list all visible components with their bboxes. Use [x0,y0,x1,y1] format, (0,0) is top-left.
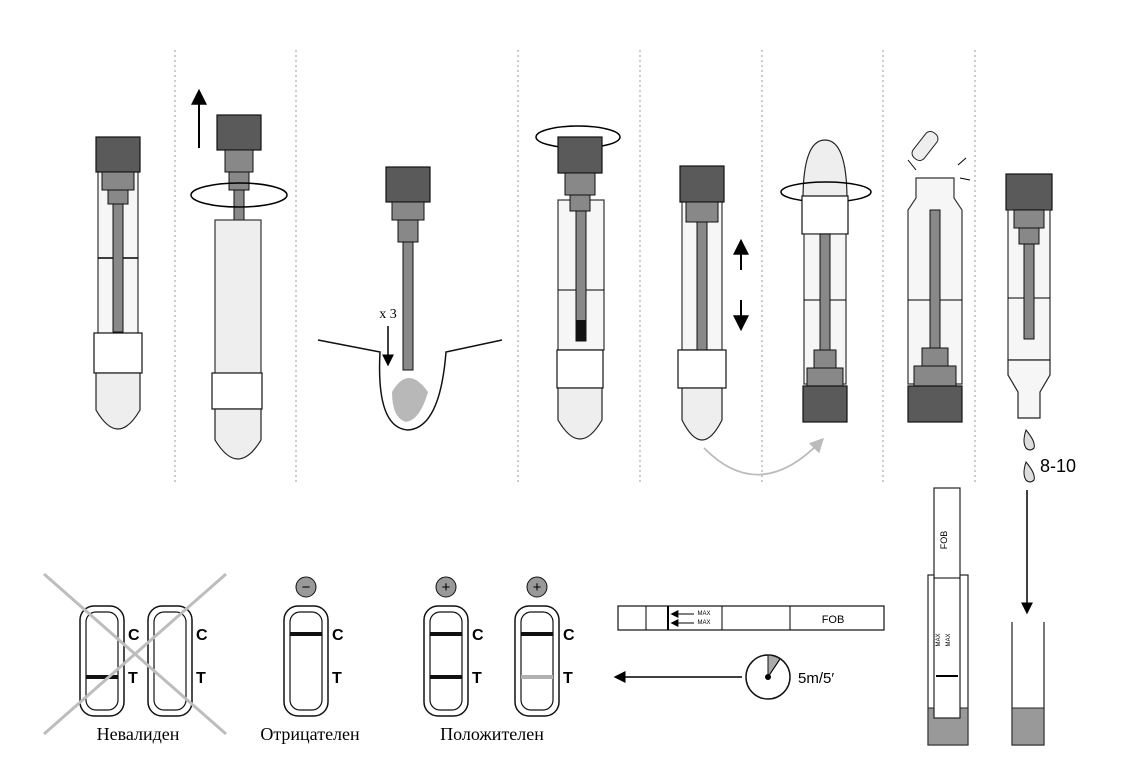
timer-label: 5m/5′ [798,670,834,687]
repeat-label: x 3 [379,307,397,322]
cap-icon [1005,173,1053,211]
result-caption: Положителен [440,724,544,744]
drop-icon [1023,428,1035,451]
cap-icon [679,165,725,203]
control-label: C [563,627,575,644]
result-negative: − C T Отрицателен [260,576,360,744]
step-1-closed-tube [93,136,143,430]
timer-icon: 5m/5′ [745,654,834,700]
plus-sign-icon [435,576,457,598]
result-caption: Отрицателен [260,724,360,744]
cap-icon [385,166,431,203]
control-label: C [472,627,484,644]
max-label: MAX [697,611,710,617]
rotate-arrow-icon [190,182,288,208]
svg-text:+: + [442,579,451,596]
step-3-collect-sample: x 3 [317,166,503,431]
plus-sign-icon [526,576,548,598]
test-label: T [472,670,482,687]
strip-in-tube: FOB MAX MAX [927,487,969,746]
max-label: MAX [697,620,710,626]
drop-icon [1023,460,1035,483]
max-label: MAX [936,633,942,646]
result-invalid: C T C T Невалиден [43,572,227,744]
svg-text:−: − [302,579,311,596]
step-6-invert-tube [780,139,872,423]
minus-sign-icon [295,576,317,598]
test-label: T [128,670,138,687]
buffer-tube [1011,622,1045,746]
test-label: T [332,670,342,687]
step-4-insert-stick [535,125,621,440]
cap-icon [907,385,963,423]
test-label: T [196,670,206,687]
result-positive: + C T + C T Положителен [423,576,575,744]
cap-icon [802,385,848,423]
ribbed-collar-icon [93,332,143,374]
control-label: C [332,627,344,644]
strip-brand-label: FOB [822,614,845,626]
drops-count-label: 8-10 [1040,456,1076,476]
test-strip-horizontal: MAX MAX FOB [617,605,885,631]
cap-icon [216,114,262,151]
step-8-dispense-drops: 8-10 [1005,173,1076,615]
step-5-shake [677,165,824,476]
strip-brand-label: FOB [939,531,949,550]
control-label: C [128,627,140,644]
control-label: C [196,627,208,644]
curved-arrow-icon [703,437,824,476]
cap-icon [95,136,141,173]
cap-icon [557,136,603,174]
result-caption: Невалиден [97,724,180,744]
test-label: T [563,670,573,687]
step-2-remove-stick [190,88,288,460]
svg-text:+: + [533,579,542,596]
step-7-break-tip [907,131,971,423]
max-label: MAX [946,633,952,646]
